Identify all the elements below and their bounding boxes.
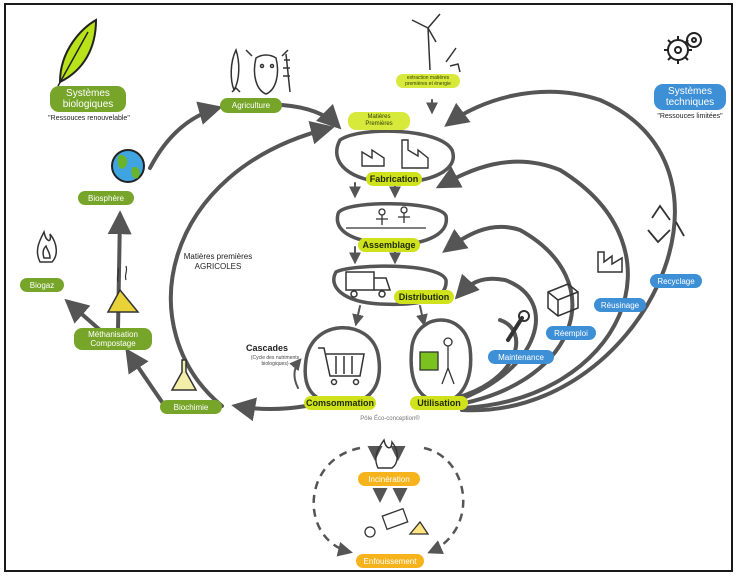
compost-icon [106, 265, 140, 313]
flame-icon [36, 229, 57, 263]
node-assemblage: Assemblage [358, 238, 420, 252]
earth-icon [111, 149, 145, 183]
node-biochimie: Biochimie [160, 400, 222, 414]
cart-icon [318, 347, 365, 386]
node-methanisation: Méthanisation Compostage [74, 328, 152, 350]
node-recyclage: Recyclage [650, 274, 702, 288]
wrench-icon [506, 310, 530, 342]
arrow-methan-biogaz [64, 298, 102, 332]
arrow-biochimie-methan [125, 348, 164, 404]
oval-fabrication [335, 129, 456, 184]
oval-utilisation [409, 318, 473, 404]
label-pole: Pôle Éco-conception® [360, 416, 420, 422]
label-cascades: Cascades [245, 343, 289, 353]
systems-tech-title: Systèmes techniques [654, 84, 726, 110]
node-utilisation: Utilisation [410, 396, 468, 410]
dashed-left [312, 446, 361, 557]
node-reemploi: Réemploi [546, 326, 596, 340]
arrow-recyclage-mp [444, 89, 677, 413]
incineration-flame-icon [375, 438, 398, 469]
wind-turbine-icon [411, 13, 461, 73]
oval-consommation [303, 326, 381, 406]
node-enfouissement: Enfouissement [356, 554, 424, 568]
systems-bio-title: Systèmes biologiques [50, 86, 126, 112]
node-reusinage: Réusinage [594, 298, 646, 312]
node-maintenance: Maintenance [488, 350, 554, 364]
crate-icon [547, 283, 579, 317]
truck-icon [345, 271, 392, 298]
systems-bio-sub: "Ressouces renouvelable" [48, 115, 130, 122]
recycle-icon [647, 204, 685, 244]
node-biogaz: Biogaz [20, 278, 64, 292]
arrow-maintenance-distrib [454, 273, 538, 402]
leaf-icon [57, 18, 98, 87]
node-consommation: Comsommation [304, 396, 376, 410]
arrow-reusinage-fab [435, 159, 630, 410]
node-agriculture: Agriculture [220, 98, 282, 113]
node-matieres-premieres: Matières Premières [348, 112, 410, 130]
landfill-icon [364, 507, 430, 538]
factory-icon [361, 139, 429, 169]
flask-icon [170, 359, 198, 391]
arrow-reemploi-assemb [442, 224, 575, 406]
node-incineration: Incinération [358, 472, 420, 486]
arrow-biosphere-agri [148, 101, 223, 170]
reusinage-factory-icon [597, 251, 623, 273]
oval-assemblage [335, 202, 448, 246]
people-icon [346, 206, 426, 229]
arrow-agricole-arc [168, 120, 335, 408]
node-extraction: extraction matières premières et énergie [396, 74, 460, 88]
person-box-icon [419, 337, 455, 385]
arrow-agri-mp [280, 103, 342, 130]
arrow-conso-biochimie [231, 397, 308, 422]
label-matieres-agricoles: Matières premières AGRICOLES [183, 252, 253, 271]
node-fabrication: Fabrication [366, 172, 422, 186]
dashed-right [423, 446, 465, 555]
gears-icon [664, 32, 702, 64]
animals-icon [230, 48, 291, 95]
label-cascades-sub: (Cycle des nutriments biologiques) [250, 355, 300, 367]
systems-tech-sub: "Ressouces limitées" [657, 113, 723, 120]
node-distribution: Distribution [394, 290, 454, 304]
node-biosphere: Biosphère [78, 191, 134, 205]
